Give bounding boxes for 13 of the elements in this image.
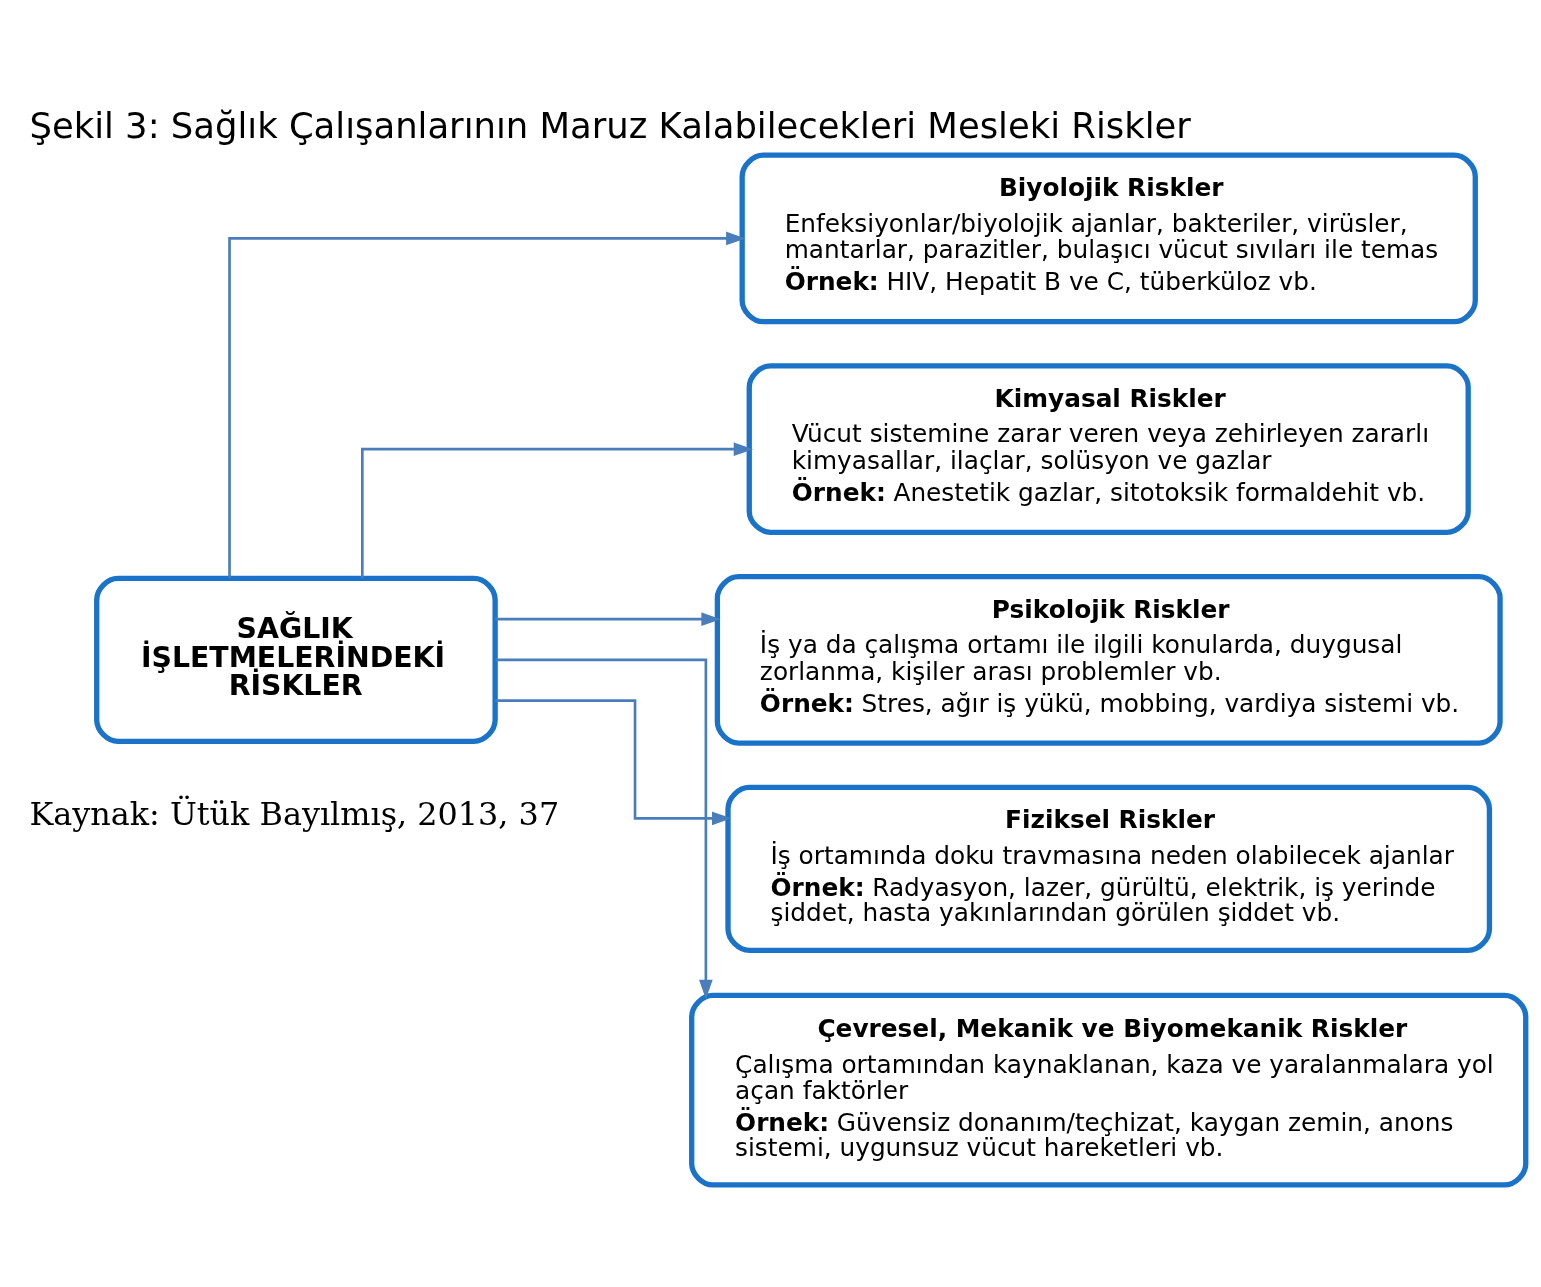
arrow <box>228 231 746 579</box>
node-box: Biyolojik Riskler Enfeksiyonlar/biyolojik ajanlar, bakteriler, virüsler, mantarlar, parazitler, bulaşıcı vücut sıvıları ile temas Örnek: HIV, Hepatit B ve C, tüberküloz vb. <box>739 152 1478 325</box>
node-box: Kimyasal Riskler Vücut sistemine zarar veren veya zehirleyen zararlı kimyasallar, ilaçlar, solüsyon ve gazlar Örnek: Anestetik gazlar, sitotoksik formaldehit vb. <box>746 363 1471 536</box>
arrow <box>361 442 754 579</box>
caption: Kaynak: Ütük Bayılmış, 2013, 37 <box>29 795 560 834</box>
diagram-title: Şekil 3: Sağlık Çalışanlarının Maruz Kalabilecekleri Mesleki Riskler <box>29 104 1191 146</box>
arrow <box>495 612 721 626</box>
node-box: Çevresel, Mekanik ve Biyomekanik Riskler Çalışma ortamından kaynaklanan, kaza ve yaralanmalara yol açan faktörler Örnek: Güvensiz donanım/teçhizat, kaygan zemin, anons sistemi, uygunsuz vücut hareketleri vb. <box>689 992 1529 1188</box>
node-box: Psikolojik Riskler İş ya da çalışma ortamı ile ilgili konularda, duygusal zorlanma, kişiler arası problemler vb. Örnek: Stres, ağır iş yükü, mobbing, vardiya sistemi vb. <box>714 574 1503 746</box>
arrow <box>495 658 713 1000</box>
node-box: SAĞLIK İŞLETMELERİNDEKİ RİSKLER <box>94 575 498 744</box>
arrow <box>495 699 732 826</box>
node-box: Fiziksel Riskler İş ortamında doku travmasına neden olabilecek ajanlar Örnek: Radyasyon, lazer, gürültü, elektrik, iş yerinde şiddet, hasta yakınlarından görülen şiddet vb. <box>725 784 1493 953</box>
